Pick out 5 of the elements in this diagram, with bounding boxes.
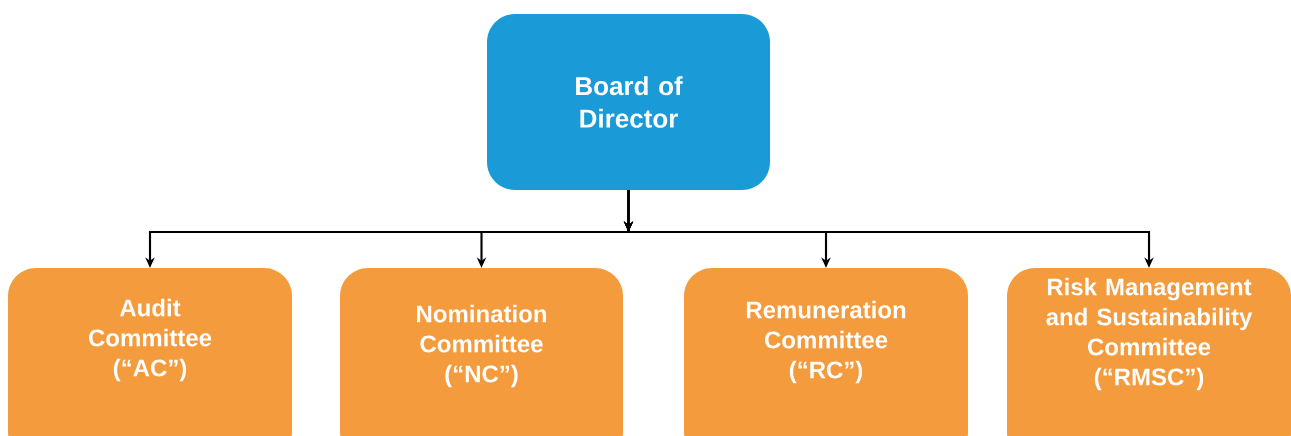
committee-box: Audit Committee (“AC”) [8,268,292,436]
board-box: Board of Director [487,14,770,190]
committee-box: Risk Management and Sustainability Committee (“RMSC”) [1007,268,1291,436]
committee-box: Remuneration Committee (“RC”) [684,268,968,436]
committee-box: Nomination Committee (“NC”) [340,268,623,436]
